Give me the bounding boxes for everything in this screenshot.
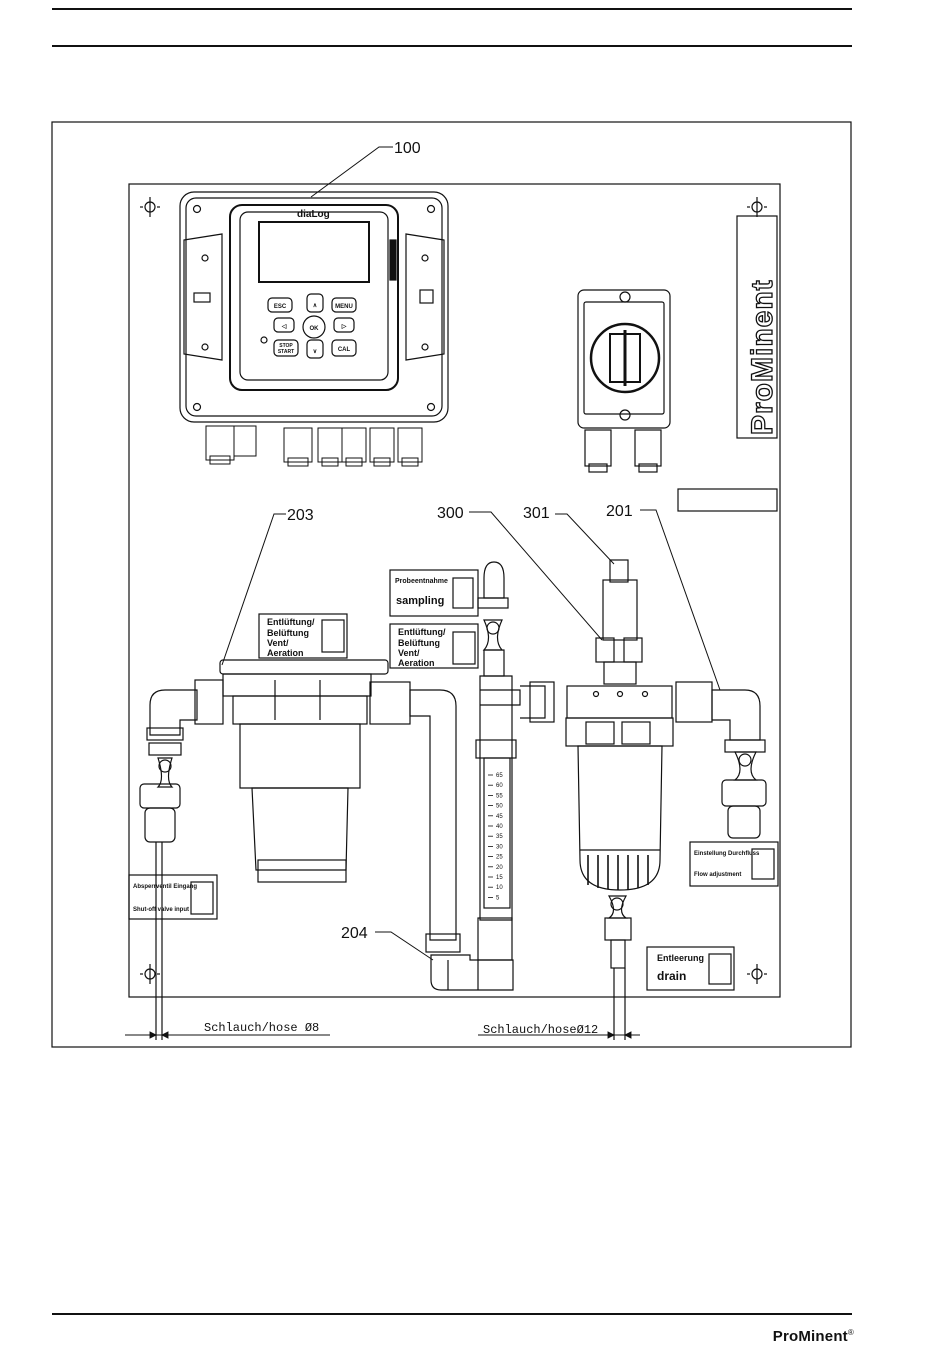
key-down: ∨ xyxy=(313,349,317,355)
panel-logo-frame xyxy=(736,215,778,439)
key-menu: MENU xyxy=(335,304,353,310)
label-vent1-en1: Vent/ xyxy=(267,638,289,648)
label-flow-en: Flow adjustment xyxy=(694,872,741,878)
callout-204: 204 xyxy=(341,925,368,942)
probe-holder xyxy=(520,559,674,1040)
flowmeter-scale-label: 60 xyxy=(496,783,503,789)
label-vent1-en2: Aeration xyxy=(267,648,304,658)
flowmeter-scale-label: 40 xyxy=(496,824,503,830)
inlet-valve-assembly xyxy=(139,689,198,1040)
flowmeter-scale-label: 10 xyxy=(496,885,503,891)
callout-leaders xyxy=(221,146,721,961)
label-sampling-de: Probeentnahme xyxy=(395,578,448,585)
footer-reg: ® xyxy=(847,1328,854,1337)
footer-rule xyxy=(52,1313,852,1315)
callout-203: 203 xyxy=(287,507,314,524)
header-rule-bottom xyxy=(52,45,852,47)
label-shutoff-de: Absperrventil Eingang xyxy=(133,884,197,890)
callout-201: 201 xyxy=(606,503,633,520)
flowmeter-scale-label: 15 xyxy=(496,875,503,881)
label-shutoff-en: Shut-off valve input xyxy=(133,907,189,913)
label-vent2-de2: Belüftung xyxy=(398,638,440,648)
flowmeter-scale-label: 25 xyxy=(496,855,503,861)
label-flow-de: Einstellung Durchfluss xyxy=(694,851,760,857)
key-ok: OK xyxy=(310,326,320,332)
flowmeter-scale-label: 45 xyxy=(496,814,503,820)
mounting-holes xyxy=(140,197,767,984)
label-vent2-de1: Entlüftung/ xyxy=(398,627,446,637)
footer-brand: ProMinent xyxy=(772,1328,848,1345)
drawing-frame xyxy=(51,121,852,1048)
label-sampling-en: sampling xyxy=(396,595,444,607)
flowmeter-scale: 65 60 55 50 45 40 35 30 25 20 15 10 5 xyxy=(488,773,503,901)
flowmeter-scale-label: 5 xyxy=(496,895,500,901)
key-stop: STOP xyxy=(279,343,293,349)
flowmeter xyxy=(475,561,521,961)
dimension-lines xyxy=(125,1031,640,1039)
controller-brand: diaLog xyxy=(297,209,330,220)
label-drain-en: drain xyxy=(657,969,686,983)
controller-unit xyxy=(179,191,449,467)
flowmeter-scale-label: 30 xyxy=(496,844,503,850)
label-plates xyxy=(128,569,779,991)
blank-label-plate xyxy=(677,488,778,512)
flowmeter-scale-label: 35 xyxy=(496,834,503,840)
callout-100: 100 xyxy=(394,140,421,157)
key-cal: CAL xyxy=(338,347,351,353)
flowmeter-scale-label: 55 xyxy=(496,793,503,799)
footer-logo: ProMinent® xyxy=(773,1328,854,1345)
dimension-hose8: Schlauch/hose Ø8 xyxy=(204,1021,319,1035)
flow-adjust-valve xyxy=(675,681,767,839)
label-vent2-en2: Aeration xyxy=(398,658,435,668)
bypass-pipe xyxy=(409,689,514,991)
filter-housing xyxy=(194,659,411,883)
panel-logo: ProMinent xyxy=(746,279,779,435)
callout-300: 300 xyxy=(437,505,464,522)
callout-301: 301 xyxy=(523,505,550,522)
flowmeter-scale-label: 20 xyxy=(496,865,503,871)
key-left: ◁ xyxy=(281,323,287,330)
label-vent2-en1: Vent/ xyxy=(398,648,420,658)
flowmeter-scale-label: 50 xyxy=(496,804,503,810)
label-drain-de: Entleerung xyxy=(657,953,704,963)
key-start: START xyxy=(278,349,294,355)
controller-display xyxy=(258,221,370,283)
mounting-panel xyxy=(128,183,781,998)
label-vent1-de1: Entlüftung/ xyxy=(267,617,315,627)
header-rule-top xyxy=(52,8,852,10)
main-switch xyxy=(577,289,671,473)
label-vent1-de2: Belüftung xyxy=(267,628,309,638)
flowmeter-scale-label: 65 xyxy=(496,773,503,779)
key-esc: ESC xyxy=(274,304,287,310)
key-right: ▷ xyxy=(341,323,347,330)
key-up: ∧ xyxy=(313,303,317,309)
dimension-hose12: Schlauch/hoseØ12 xyxy=(483,1023,598,1037)
